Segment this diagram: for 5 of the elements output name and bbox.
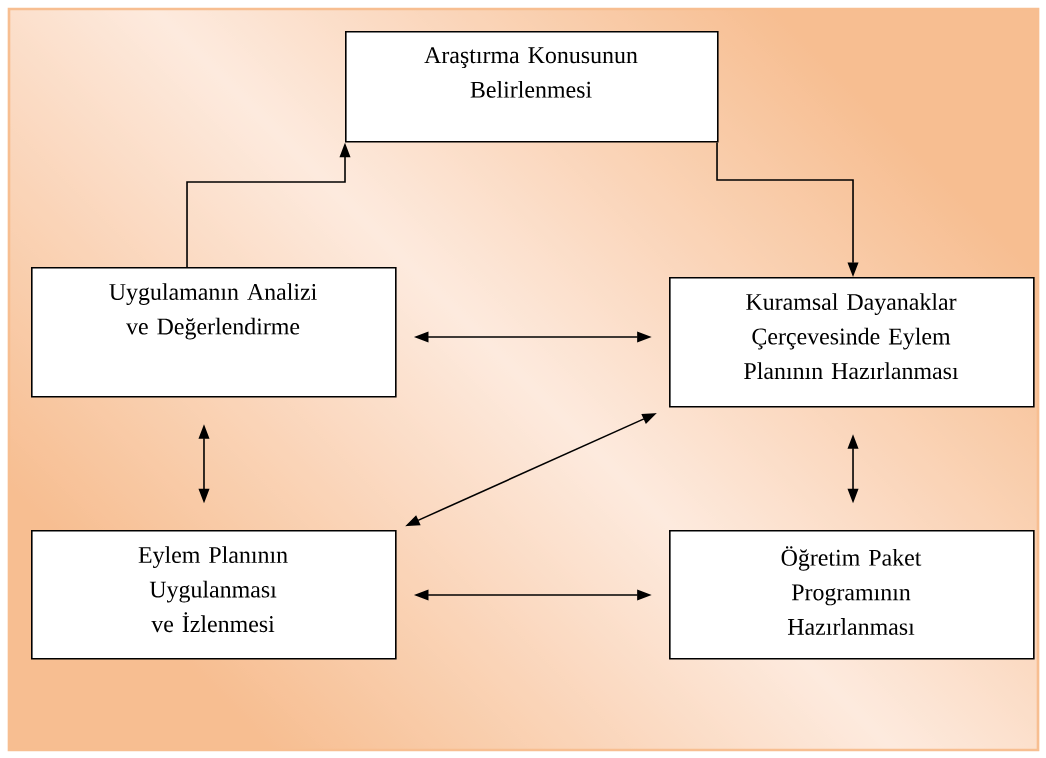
process-box: Araştırma Konusunun Belirlenmesi <box>345 31 719 143</box>
process-box: Eylem Planının Uygulanması ve İzlenmesi <box>31 530 397 660</box>
process-box: Uygulamanın Analizi ve Değerlendirme <box>31 267 397 398</box>
process-box: Kuramsal Dayanaklar Çerçevesinde Eylem Planının Hazırlanması <box>669 277 1035 408</box>
process-box: Öğretim Paket Programının Hazırlanması <box>669 530 1035 660</box>
